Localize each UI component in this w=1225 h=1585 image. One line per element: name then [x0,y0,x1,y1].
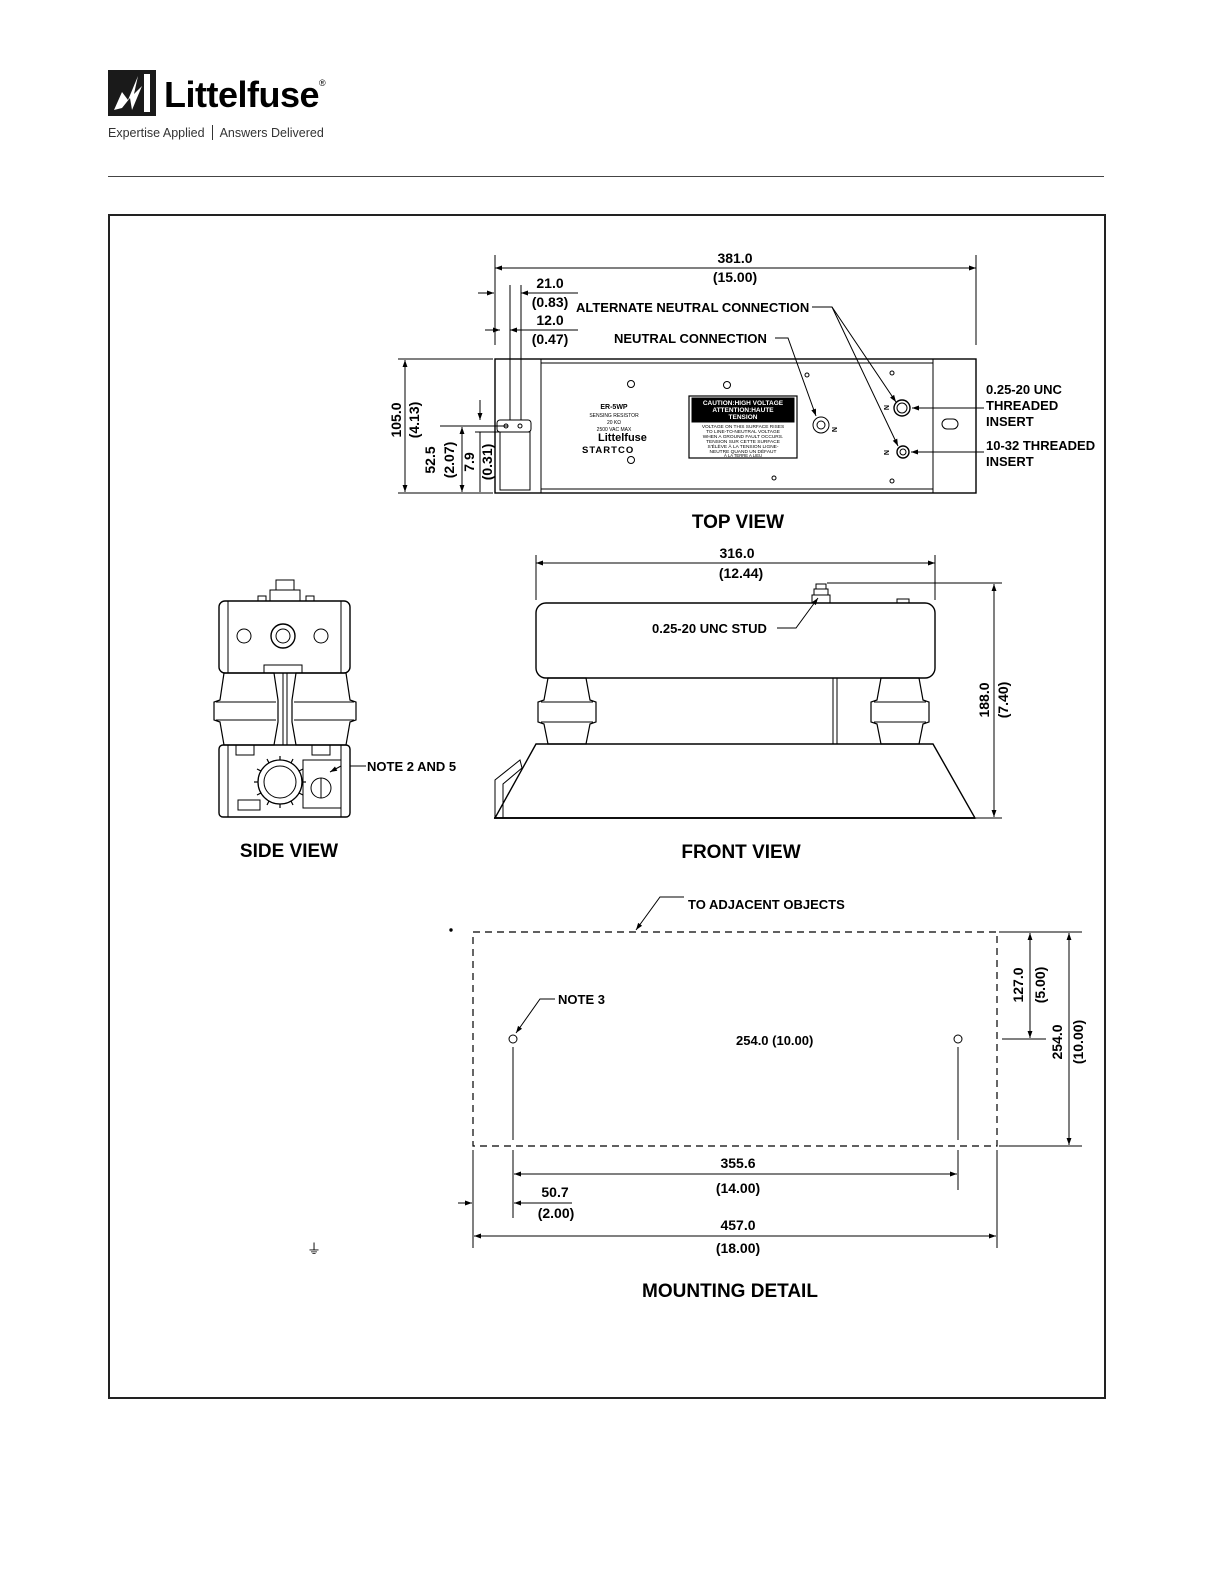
side-view [213,579,366,818]
caution-body4: TENSION SUR CETTE SURFACE [706,439,780,445]
n-mark-insert-b: N [882,450,889,455]
stud-label: 0.25-20 UNC STUD [652,621,767,636]
full-height-mount-inches: (10.00) [1070,1020,1086,1064]
overall-mount-inches: (18.00) [716,1240,760,1256]
note-3-label: NOTE 3 [558,992,605,1007]
side-view-text: NOTE 2 AND 5 SIDE VIEW [240,759,456,862]
height-dim-inches: (4.13) [406,402,422,439]
header-divider [108,176,1104,177]
tagline: Expertise Applied Answers Delivered [108,125,324,140]
dim-7-9: 7.9 [461,452,477,472]
full-height-mount: 254.0 [1049,1024,1065,1059]
caution-body6: NEUTRE QUAND UN DÉFAUT [710,448,777,455]
alternate-neutral-label: ALTERNATE NEUTRAL CONNECTION [576,300,809,315]
front-view-text: 316.0 (12.44) 188.0 (7.40) 0.25-20 UNC S… [652,545,1011,863]
label-startco: STARTCO [582,445,634,456]
center-dim: 254.0 (10.00) [736,1033,813,1048]
insert-a-line3: INSERT [986,414,1034,429]
half-height-mount-inches: (5.00) [1032,967,1048,1004]
caution-line2: ATTENTION:HAUTE [712,407,774,414]
top-view-text: 381.0 (15.00) 21.0 (0.83) 12.0 (0.47) AL… [388,250,1095,533]
caution-body5: S'ÉLÈVE À LA TENSION LIGNE- [708,443,779,450]
label-desc: SENSING RESISTOR [589,413,639,419]
overall-length-inches: (15.00) [713,269,757,285]
drawing-frame [108,214,1106,1399]
label-ohms: 20 KΩ [607,420,621,426]
half-height-dim-inches: (2.07) [441,442,457,479]
front-width-inches: (12.44) [719,565,763,581]
n-mark-neutral: N [830,427,837,432]
front-width: 316.0 [719,545,754,561]
dim-7-9-inches: (0.31) [479,444,495,481]
caution-body1: VOLTAGE ON THIS SURFACE RISES [702,424,784,430]
half-height-mount: 127.0 [1010,967,1026,1002]
insert-a-line1: 0.25-20 UNC [986,382,1062,397]
label-model: ER-5WP [600,404,628,411]
littelfuse-logo: Littelfuse® Expertise Applied Answers Del… [108,70,368,145]
front-height-inches: (7.40) [995,682,1011,719]
caution-body2: TO LINE-TO-NEUTRAL VOLTAGE [706,429,780,435]
height-dim: 105.0 [388,402,404,437]
label-brand: Littelfuse [598,432,647,444]
dim-21: 21.0 [536,275,563,291]
front-view [493,555,1002,819]
front-view-title: FRONT VIEW [681,842,800,863]
tagline-right: Answers Delivered [219,126,324,140]
top-view-title: TOP VIEW [692,512,784,533]
neutral-connection-label: NEUTRAL CONNECTION [614,331,767,346]
ground-icon: ⏚ [307,1241,321,1257]
n-mark-insert-a: N [882,405,889,410]
label-volts: 2500 VAC MAX [597,427,632,433]
caution-line1: CAUTION:HIGH VOLTAGE [703,400,784,407]
insert-b-line1: 10-32 THREADED [986,438,1095,453]
tagline-left: Expertise Applied [108,126,205,140]
overall-mount: 457.0 [720,1217,755,1233]
brand-name: Littelfuse® [164,74,326,115]
dim-12: 12.0 [536,312,563,328]
caution-body3: WHEN A GROUND FAULT OCCURS. [703,434,784,440]
littelfuse-mark-icon [108,70,156,116]
mounting-detail-title: MOUNTING DETAIL [642,1281,818,1302]
mounting-detail [449,896,1082,1248]
hole-span-inches: (14.00) [716,1180,760,1196]
half-height-dim: 52.5 [422,446,438,473]
side-view-title: SIDE VIEW [240,841,338,862]
note-2-and-5: NOTE 2 AND 5 [367,759,456,774]
offset-dim-inches: (2.00) [538,1205,575,1221]
adjacent-objects-label: TO ADJACENT OBJECTS [688,897,845,912]
insert-a-line2: THREADED [986,398,1058,413]
dim-12-inches: (0.47) [532,331,569,347]
insert-b-line2: INSERT [986,454,1034,469]
offset-dim: 50.7 [541,1184,568,1200]
dim-21-inches: (0.83) [532,294,569,310]
caution-body7: À LA TERRE A LIEU [724,453,762,458]
hole-span: 355.6 [720,1155,755,1171]
caution-line3: TENSION [729,414,758,421]
mounting-detail-text: TO ADJACENT OBJECTS NOTE 3 254.0 (10.00)… [307,897,1086,1302]
top-view [398,255,984,494]
front-height: 188.0 [976,682,992,717]
overall-length: 381.0 [717,250,752,266]
